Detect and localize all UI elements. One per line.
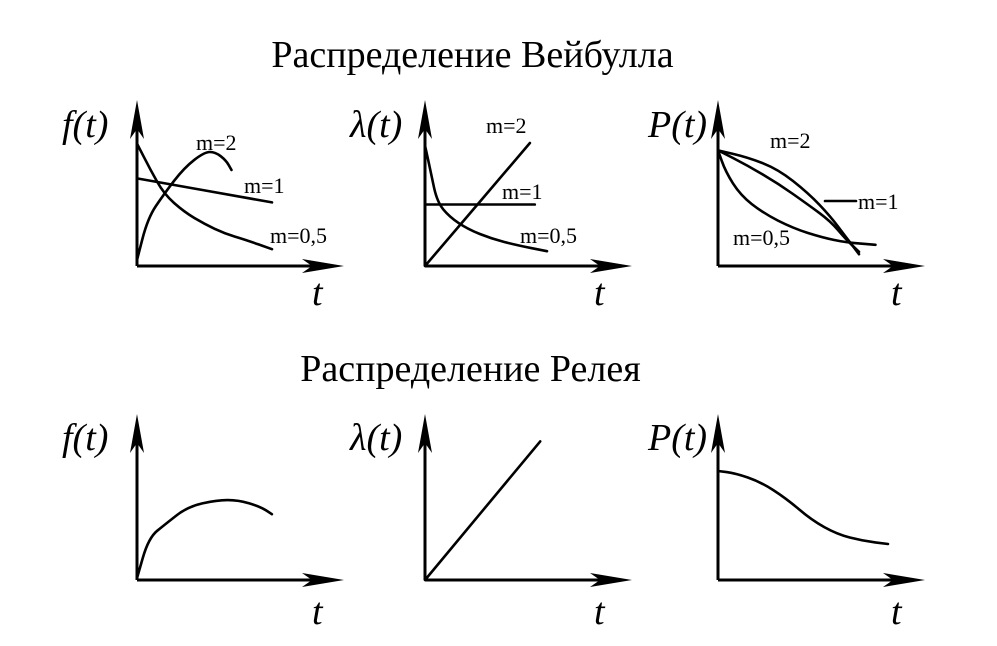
panel-1-series-1-line (135, 150, 233, 262)
panel-3-y-axis-arrow (711, 100, 725, 139)
panel-3-series-3-label: m=0,5 (733, 225, 790, 250)
panel-5-series-1-line (423, 440, 542, 582)
rayleigh-title: Распределение Релея (300, 348, 641, 390)
panel-6-series-1-line (716, 469, 890, 546)
panel-3-series-3-line (716, 149, 877, 247)
panel-2-series-3-label: m=0,5 (520, 223, 577, 248)
panel-2-series-3-line (423, 144, 549, 253)
panel-5-x-label: t (594, 591, 606, 633)
weibull-title: Распределение Вейбулла (271, 34, 674, 76)
panel-1-y-axis-arrow (130, 100, 144, 139)
panel-5-y-label: λ(t) (349, 417, 402, 459)
panel-5-x-axis-arrow (590, 573, 632, 587)
panel-4-y-axis-arrow (130, 414, 144, 453)
panel-4-x-label: t (312, 591, 324, 633)
panel-6-x-axis-arrow (883, 573, 925, 587)
panel-6-x-label: t (891, 591, 903, 633)
panel-3-x-label: t (891, 272, 903, 314)
panel-1-series-1-label: m=2 (196, 130, 237, 155)
panel-2-series-1-label: m=2 (486, 113, 527, 138)
panel-2-y-axis-arrow (418, 100, 432, 139)
panel-1-series-3-line (135, 142, 274, 251)
panel-3-series-1-label: m=2 (770, 128, 811, 153)
panel-3-y-label: P(t) (647, 104, 707, 146)
panel-4-x-axis-arrow (302, 573, 344, 587)
panel-3-x-axis-arrow (883, 259, 925, 273)
panel-1-y-label: f(t) (62, 104, 108, 146)
panel-3-series-2-label: m=1 (858, 189, 899, 214)
panel-6-y-label: P(t) (647, 417, 707, 459)
panel-6-y-axis-arrow (711, 414, 725, 453)
panel-2-x-label: t (594, 272, 606, 314)
panel-1-series-3-label: m=0,5 (270, 223, 327, 248)
panel-2-y-label: λ(t) (349, 104, 402, 146)
panel-3-series-2-line (716, 149, 861, 254)
panel-4-y-label: f(t) (62, 417, 108, 459)
panel-1-x-axis-arrow (302, 259, 344, 273)
panel-3-series-1-line (716, 149, 861, 256)
panel-2-x-axis-arrow (590, 259, 632, 273)
panel-4-series-1-line (135, 498, 274, 580)
panel-5-y-axis-arrow (418, 414, 432, 453)
panel-2-series-2-label: m=1 (502, 179, 543, 204)
panel-1-series-2-label: m=1 (244, 173, 285, 198)
panel-1-x-label: t (312, 272, 324, 314)
